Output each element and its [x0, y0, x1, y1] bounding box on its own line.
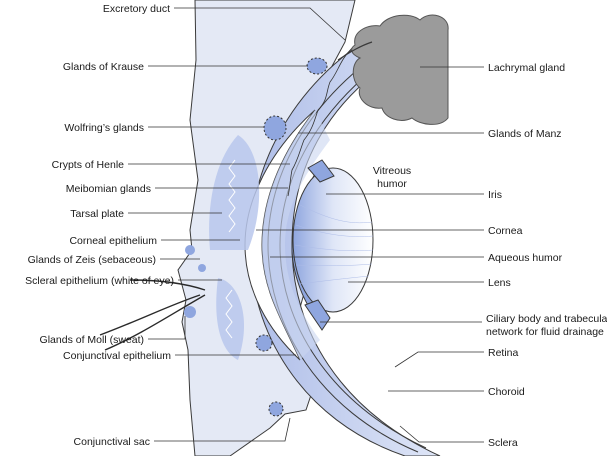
label-corneal-epithelium: Corneal epithelium — [69, 235, 157, 247]
label-excretory-duct: Excretory duct — [103, 3, 170, 15]
ciliary-body-upper — [307, 159, 335, 183]
label-cornea: Cornea — [488, 225, 523, 237]
label-wolfring-glands: Wolfring’s glands — [64, 122, 144, 134]
label-tarsal-plate: Tarsal plate — [70, 208, 124, 220]
lachrymal-gland — [351, 14, 449, 125]
gland-moll — [184, 306, 196, 318]
lens-shape — [292, 167, 374, 313]
gland-wolfring — [263, 115, 287, 141]
label-lachrymal-gland: Lachrymal gland — [488, 62, 565, 74]
excretory-duct-vessel — [337, 41, 373, 61]
label-ciliary-1: Ciliary body and trabecular — [486, 313, 607, 325]
label-conjunctival-sac: Conjunctival sac — [74, 436, 150, 448]
label-lens: Lens — [488, 277, 511, 289]
label-crypts-henle: Crypts of Henle — [52, 159, 125, 171]
label-glands-krause: Glands of Krause — [63, 61, 144, 73]
ciliary-body — [304, 299, 331, 331]
leader-lines-right — [256, 66, 484, 443]
gland-conjunctival — [255, 334, 273, 352]
label-ciliary-2: network for fluid drainage — [486, 326, 604, 338]
label-sclera: Sclera — [488, 437, 518, 449]
cornea-inner-shading — [262, 110, 330, 360]
label-vitreous-1: Vitreous — [373, 165, 411, 177]
gland-conjunctival-sac — [268, 401, 284, 417]
gland-krause — [306, 57, 328, 75]
conjunctival-fold — [287, 47, 353, 197]
label-glands-manz: Glands of Manz — [488, 128, 562, 140]
label-choroid: Choroid — [488, 386, 525, 398]
label-scleral-epithelium: Scleral epithelium (white of eye) — [25, 275, 174, 287]
meibomian-gland-pattern — [225, 159, 236, 339]
label-iris: Iris — [488, 189, 502, 201]
label-glands-zeis: Glands of Zeis (sebaceous) — [28, 254, 156, 266]
leader-lines-left — [128, 7, 346, 442]
label-meibomian-glands: Meibomian glands — [66, 183, 151, 195]
gland-zeis-2 — [198, 264, 206, 272]
label-glands-moll: Glands of Moll (sweat) — [40, 334, 144, 346]
gland-zeis — [185, 245, 195, 255]
eyelashes — [99, 279, 206, 351]
label-aqueous-humor: Aqueous humor — [488, 252, 563, 264]
lens-striations — [294, 204, 374, 285]
label-vitreous-2: humor — [377, 178, 407, 190]
label-retina: Retina — [488, 347, 519, 359]
label-conjunctival-epithelium: Conjunctival epithelium — [63, 350, 171, 362]
